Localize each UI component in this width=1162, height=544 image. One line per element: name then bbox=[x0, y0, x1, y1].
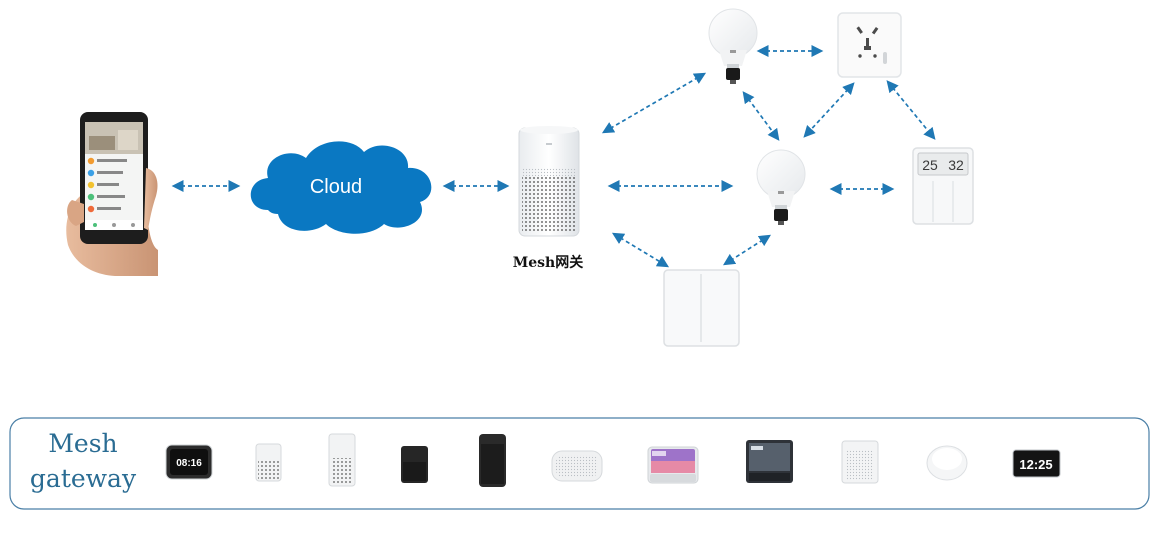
phone-in-hand-icon bbox=[66, 112, 158, 276]
white-speaker-icon bbox=[255, 443, 282, 482]
arrow-bulb-top-bulb-center bbox=[742, 91, 780, 141]
display-clock-readout: 08:16 bbox=[176, 458, 202, 469]
wall-switch-icon bbox=[663, 269, 740, 347]
led-clock-readout: 12:25 bbox=[1019, 457, 1052, 472]
light-bulb-icon bbox=[756, 149, 806, 225]
gateway-speaker-icon bbox=[518, 126, 580, 237]
sensor-humidity-readout: 32 bbox=[948, 157, 964, 173]
white-speaker-icon bbox=[841, 440, 879, 484]
arrow-bulb-center-switch bbox=[722, 234, 772, 266]
black-speaker-icon bbox=[479, 434, 506, 487]
smart-display-icon bbox=[746, 440, 793, 483]
black-speaker-icon bbox=[401, 446, 428, 483]
sensor-temperature-readout: 25 bbox=[922, 157, 938, 173]
arrow-gateway-switch bbox=[611, 232, 670, 268]
led-clock-icon: 12:25 bbox=[1012, 449, 1061, 478]
white-speaker-icon bbox=[328, 433, 356, 487]
legend-title-line1: Mesh bbox=[48, 429, 117, 458]
light-bulb-icon bbox=[708, 8, 758, 84]
arrow-gateway-bulb-top bbox=[601, 72, 707, 134]
gateway-label: Mesh网关 bbox=[513, 254, 583, 271]
smart-display-icon bbox=[647, 446, 699, 484]
cloud-icon: Cloud bbox=[250, 141, 432, 234]
arrow-socket-bulb-center bbox=[803, 82, 855, 138]
legend-title-line2: gateway bbox=[30, 464, 137, 493]
sensor-switch-panel-icon: 25 32 bbox=[912, 147, 974, 225]
smart-display-clock-icon: 08:16 bbox=[165, 444, 213, 480]
wall-socket-icon bbox=[837, 12, 902, 78]
connection-arrows bbox=[171, 45, 936, 268]
arrow-socket-panel bbox=[886, 80, 936, 140]
round-hub-icon bbox=[926, 445, 968, 481]
cloud-label: Cloud bbox=[310, 176, 362, 198]
soundbar-speaker-icon bbox=[551, 450, 603, 482]
